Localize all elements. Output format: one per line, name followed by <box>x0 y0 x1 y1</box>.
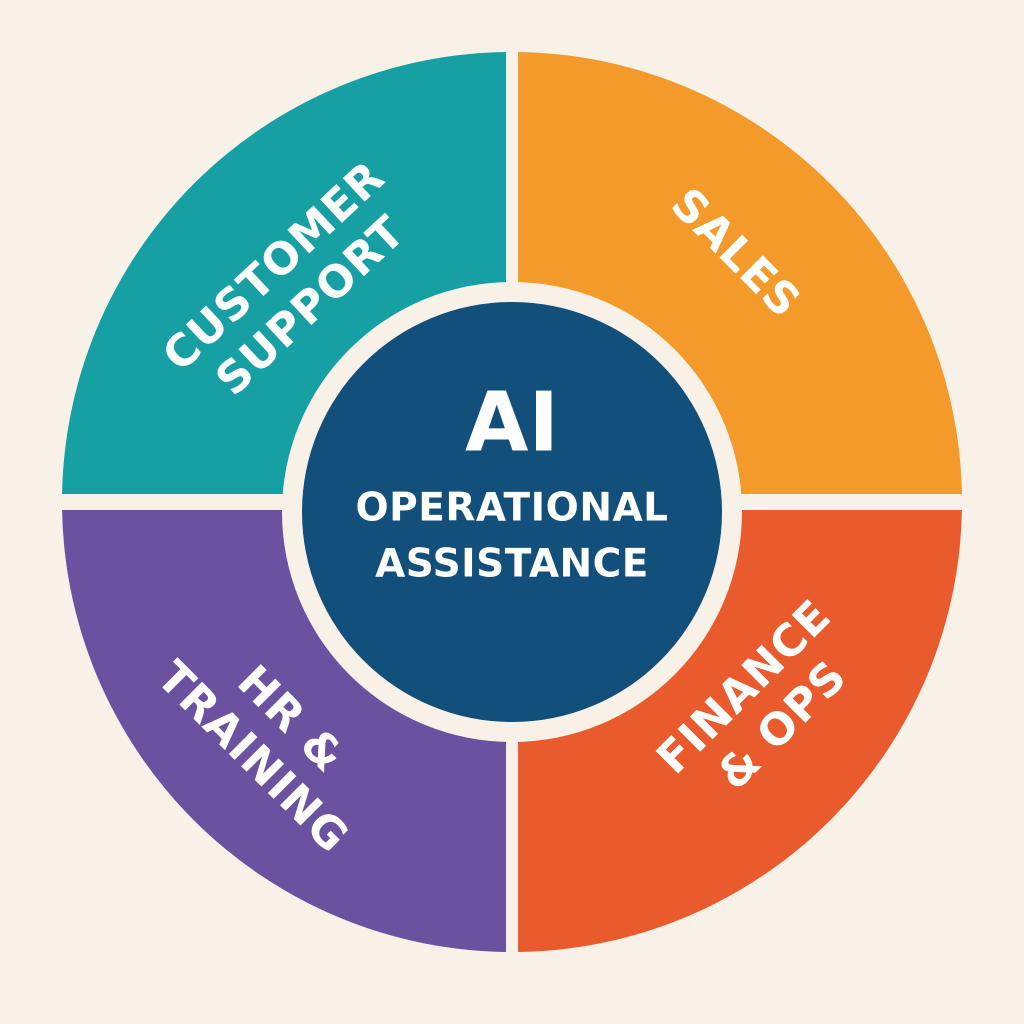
center-subtitle-line-2: ASSISTANCE <box>375 542 649 587</box>
center-title: AI <box>465 375 559 470</box>
center-hub <box>302 302 722 722</box>
center-subtitle-line-1: OPERATIONAL <box>355 486 668 531</box>
